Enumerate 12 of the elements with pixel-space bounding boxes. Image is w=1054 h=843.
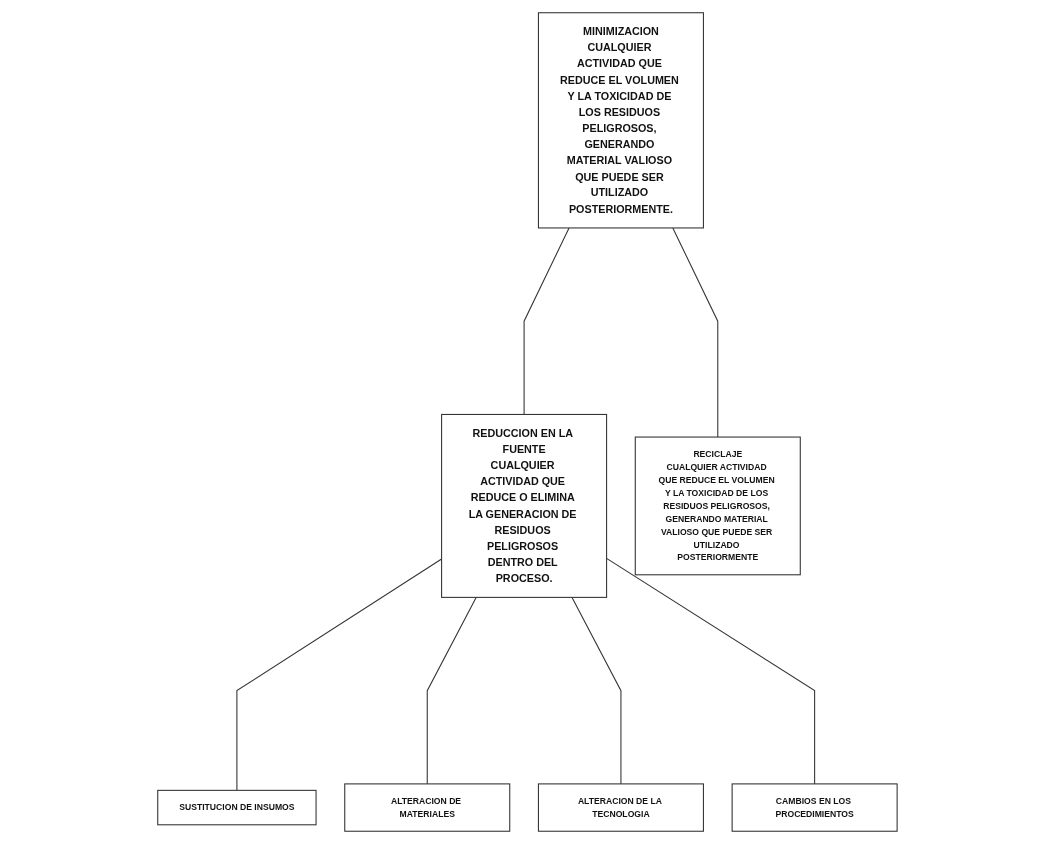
connector: [671, 226, 718, 438]
node-box: RECICLAJE CUALQUIER ACTIVIDAD QUE REDUCE EL VOLUMEN Y LA TOXICIDAD DE LOS RESIDUOS PELIGROSOS, GENERANDO MATERIAL VALIOSO QUE PUEDE SER UTILIZADO POSTERIORMENTE: [634, 436, 801, 575]
connector: [571, 596, 622, 784]
node-box: CAMBIOS EN LOS PROCEDIMIENTOS: [731, 782, 898, 832]
connector: [523, 226, 570, 415]
connector: [426, 596, 477, 784]
node-box: REDUCCION EN LA FUENTE CUALQUIER ACTIVIDAD QUE REDUCE O ELIMINA LA GENERACION DE RESIDUOS PELIGROSOS DENTRO DEL PROCESO.: [440, 413, 607, 598]
node-box: ALTERACION DE LA TECNOLOGIA: [537, 782, 704, 832]
connector: [235, 557, 442, 791]
node-box: SUSTITUCION DE INSUMOS: [156, 789, 317, 825]
node-box: MINIMIZACION CUALQUIER ACTIVIDAD QUE REDUCE EL VOLUMEN Y LA TOXICIDAD DE LOS RESIDUOS PELIGROSOS, GENERANDO MATERIAL VALIOSO QUE PUEDE SER UTILIZADO POSTERIORMENTE.: [537, 11, 704, 228]
node-box: ALTERACION DE MATERIALES: [343, 782, 510, 832]
